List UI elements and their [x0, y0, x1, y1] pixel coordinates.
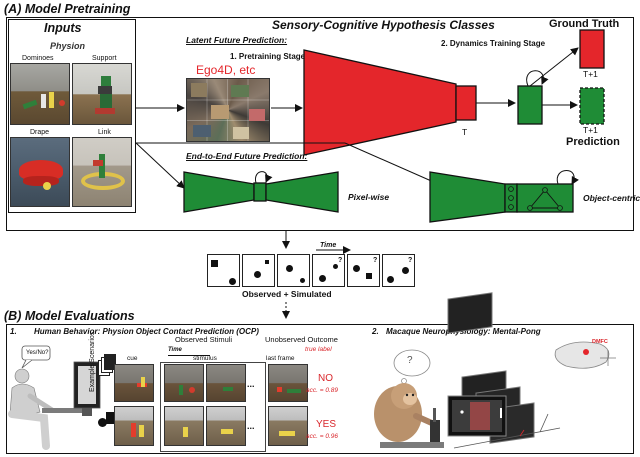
stimuli-time-arrow: [168, 355, 210, 356]
graph-block: [516, 183, 574, 213]
col-stimulus-label: stimulus: [193, 355, 217, 362]
row1-accuracy: acc. = 0.89: [306, 387, 338, 394]
frame-5-mark: ?: [373, 257, 378, 264]
ground-truth-label: Ground Truth: [549, 18, 620, 30]
frame-1: [207, 254, 240, 287]
object-icon-ball: [98, 418, 107, 427]
ground-truth-block: [579, 29, 605, 69]
col-cue-label: cue: [127, 355, 138, 362]
stimuli-time-label: Time: [168, 347, 182, 353]
frame-3: [277, 254, 310, 287]
dynamics-stage-label: 2. Dynamics Training Stage: [441, 39, 546, 48]
panel-1-number: 1.: [10, 327, 17, 336]
pixel-wise-label: Pixel-wise: [348, 192, 390, 202]
row2-cue-image: [114, 406, 154, 446]
observed-stimuli-frame: [160, 362, 266, 452]
col-last-frame-label: last frame: [266, 355, 295, 362]
hypothesis-title: Sensory-Cognitive Hypothesis Classes: [272, 18, 495, 32]
pong-screen-1: [447, 292, 493, 334]
latent-title: Latent Future Prediction:: [186, 35, 288, 45]
section-b-label: (B) Model Evaluations: [4, 310, 135, 323]
observed-simulated-label: Observed + Simulated: [242, 289, 332, 299]
e2e-title: End-to-End Future Prediction:: [186, 151, 308, 161]
t-plus-1-bottom: T+1: [583, 125, 598, 135]
row2-stimulus-b: [206, 406, 246, 446]
prediction-label: Prediction: [566, 136, 620, 148]
frame-6: ?: [382, 254, 415, 287]
row2-true-label: YES: [316, 419, 337, 430]
frames-time-label: Time: [320, 242, 337, 249]
true-label-heading: true label: [305, 346, 332, 353]
row2-ellipsis: ...: [247, 421, 255, 431]
yes-no-bubble: Yes/No?: [26, 350, 49, 356]
frame-6-mark: ?: [408, 257, 413, 264]
row2-accuracy: acc. = 0.96: [306, 433, 338, 440]
row1-cue-image: [114, 364, 154, 402]
row1-last-frame: [268, 364, 308, 402]
pretrain-stage-label: 1. Pretraining Stage: [230, 52, 306, 61]
scene-label-support: Support: [92, 55, 117, 62]
decoder-block: [265, 171, 339, 213]
panel-1-title: Human Behavior: Physion Object Contact P…: [34, 327, 259, 336]
ego4d-image-collage: [186, 78, 270, 142]
frame-4: ?: [312, 254, 345, 287]
section-b-title: Model Evaluations: [24, 309, 135, 323]
ego4d-label: Ego4D, etc: [196, 63, 256, 77]
section-a-label: (A) Model Pretraining: [4, 3, 130, 16]
dmfc-label: DMFC: [592, 339, 608, 345]
object-centric-label: Object-centric: [583, 193, 640, 203]
scene-support-image: [72, 63, 132, 125]
foundation-model-block: [303, 49, 457, 156]
scene-label-dominoes: Dominoes: [22, 55, 54, 62]
t-plus-1-top: T+1: [583, 69, 598, 79]
section-a-title: Model Pretraining: [24, 2, 131, 16]
scene-link-image: [72, 137, 132, 207]
section-a-letter: (A): [4, 2, 22, 16]
thought-question-mark: ?: [407, 355, 413, 366]
object-icon-block: [106, 412, 114, 424]
frame-2: [242, 254, 275, 287]
prediction-block: [579, 87, 605, 125]
scenario-stack-icon-3: [104, 354, 116, 370]
scene-label-link: Link: [98, 129, 111, 136]
inputs-title: Inputs: [44, 21, 82, 35]
scene-drape-image: [10, 137, 70, 207]
row1-stimulus-b: [206, 364, 246, 402]
panel-2-title: Macaque Neurophysiology: Mental-Pong: [386, 327, 541, 336]
scene-label-drape: Drape: [30, 129, 50, 136]
unobserved-outcome-label: Unobserved Outcome: [265, 335, 338, 344]
panel-2-number: 2.: [372, 327, 379, 336]
row1-true-label: NO: [318, 373, 333, 384]
row2-stimulus-a: [164, 406, 204, 446]
section-b-letter: (B): [4, 309, 22, 323]
scene-dominoes-image: [10, 63, 70, 125]
t-label: T: [462, 127, 468, 137]
row2-last-frame: [268, 406, 308, 446]
row1-ellipsis: ...: [247, 379, 255, 389]
frame-5: ?: [347, 254, 380, 287]
physion-title: Physion: [50, 41, 86, 51]
frame-4-mark: ?: [338, 257, 343, 264]
observed-stimuli-label: Observed Stimuli: [175, 335, 233, 344]
row1-stimulus-a: [164, 364, 204, 402]
